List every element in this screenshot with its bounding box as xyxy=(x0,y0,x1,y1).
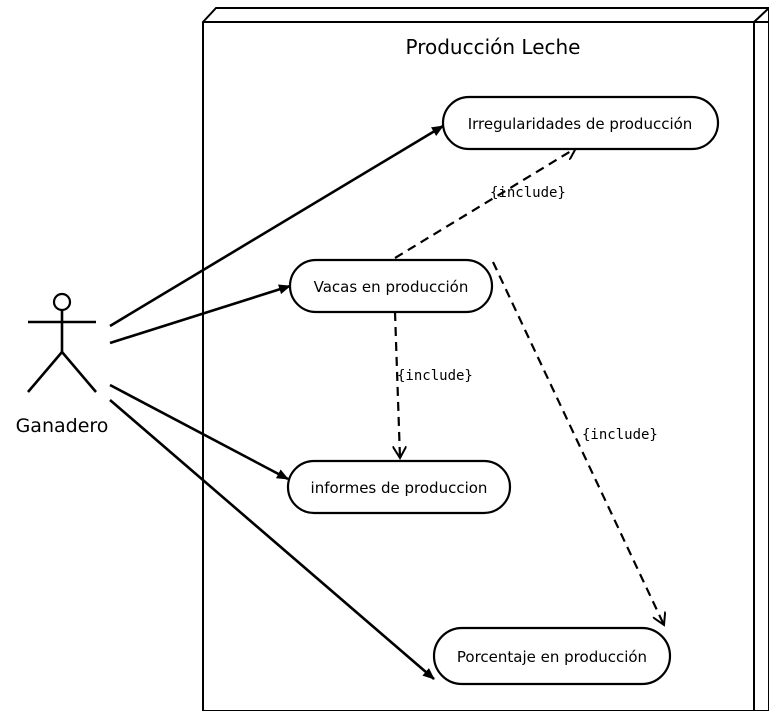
include-arrow-porcentaje xyxy=(492,261,664,625)
association-irregularidades xyxy=(109,124,444,328)
use-case-porcentaje[interactable]: Porcentaje en producción xyxy=(432,626,672,686)
use-case-irregularidades[interactable]: Irregularidades de producción xyxy=(441,95,720,151)
include-label-porcentaje: {include} xyxy=(582,427,658,443)
actor-figure[interactable] xyxy=(27,292,97,393)
system-title: Producción Leche xyxy=(406,35,581,59)
use-case-vacas-label: Vacas en producción xyxy=(314,278,469,296)
include-label-informes: {include} xyxy=(397,368,473,384)
use-case-irregularidades-label: Irregularidades de producción xyxy=(468,115,693,133)
use-case-informes-label: informes de produccion xyxy=(311,479,488,497)
use-case-informes[interactable]: informes de produccion xyxy=(286,459,512,515)
use-case-vacas[interactable]: Vacas en producción xyxy=(288,258,494,314)
use-case-porcentaje-label: Porcentaje en producción xyxy=(457,648,647,666)
include-label-irregularidades: {include} xyxy=(490,185,566,201)
actor-label: Ganadero xyxy=(16,415,109,437)
association-vacas xyxy=(109,284,291,345)
include-arrow-informes xyxy=(395,311,400,458)
association-informes xyxy=(109,383,289,481)
include-arrow-irregularidades xyxy=(394,148,576,259)
association-porcentaje xyxy=(109,399,435,680)
